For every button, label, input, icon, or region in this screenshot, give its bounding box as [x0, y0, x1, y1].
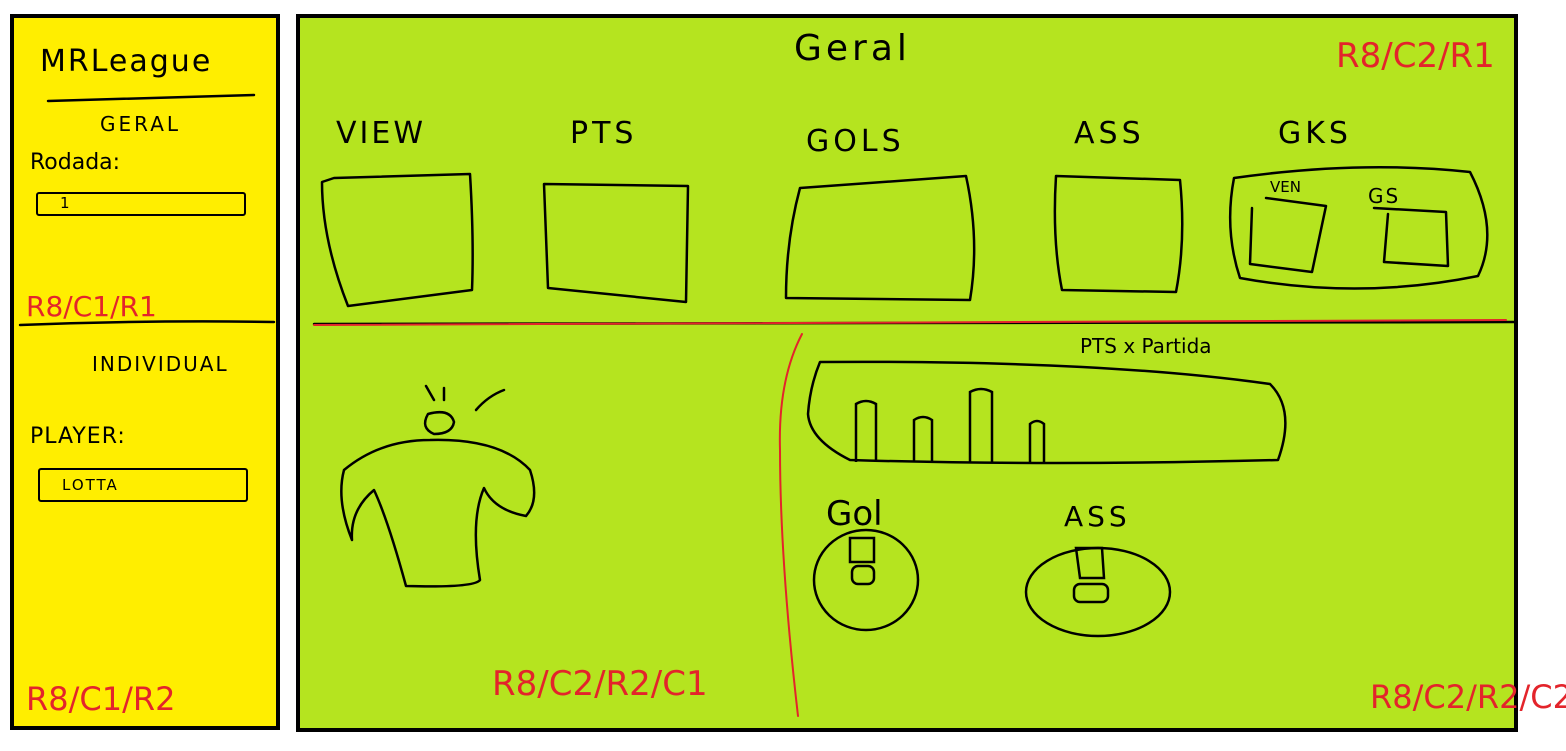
- card-label-pts: PTS: [570, 116, 638, 151]
- player-avatar-spark-right: [474, 388, 506, 412]
- card-box-pts: [542, 182, 690, 304]
- card-label-gks: GKS: [1278, 116, 1352, 151]
- chart-title: PTS x Partida: [1080, 334, 1212, 358]
- logo-underline: [46, 93, 256, 103]
- round-input[interactable]: 1: [36, 192, 246, 216]
- player-avatar-head: [423, 411, 456, 436]
- player-select[interactable]: LOTTA: [38, 468, 248, 502]
- section-individual-heading: INDIVIDUAL: [92, 352, 229, 376]
- goal-gauge-marker: [848, 536, 876, 564]
- chart-bar-4: [1028, 419, 1046, 462]
- player-avatar-spark-left: [424, 384, 436, 402]
- card-box-gols: [784, 174, 976, 302]
- card-box-ass: [1053, 174, 1184, 294]
- chart-bar-3: [968, 387, 994, 462]
- player-avatar-body: [340, 438, 536, 588]
- region-label-sidebar-top: R8/C1/R1: [26, 290, 157, 323]
- section-geral-heading: GERAL: [100, 112, 182, 136]
- round-label: Rodada:: [30, 150, 121, 175]
- gks-inner-gs: [1372, 206, 1450, 268]
- goal-gauge-knob: [850, 564, 876, 586]
- ass-gauge: [1024, 546, 1172, 638]
- goal-gauge: [812, 528, 920, 632]
- app-logo: MRLeague: [40, 44, 213, 79]
- ass-gauge-marker: [1074, 546, 1106, 580]
- ass-gauge-knob: [1072, 582, 1110, 604]
- sidebar-panel: MRLeague GERAL Rodada: 1 R8/C1/R1 INDIVI…: [10, 14, 280, 730]
- main-vertical-divider: [778, 333, 803, 717]
- gks-sub-label-gs: GS: [1368, 184, 1401, 208]
- card-box-gks: [1228, 165, 1489, 290]
- card-label-gols: GOLS: [806, 124, 905, 159]
- gks-inner-ven: [1248, 196, 1328, 274]
- region-label-main-bottom-left: R8/C2/R2/C1: [492, 664, 708, 704]
- chart-bar-1: [854, 399, 878, 462]
- gks-sub-label-ven: VEN: [1270, 178, 1301, 196]
- main-panel: Geral R8/C2/R1 VIEW PTS GOLS ASS GKS VEN…: [296, 14, 1566, 732]
- sidebar-divider: [18, 320, 276, 327]
- card-label-ass: ASS: [1074, 116, 1145, 151]
- card-label-view: VIEW: [336, 116, 426, 151]
- chart-bar-2: [912, 415, 934, 462]
- chart-bars: [854, 387, 1046, 462]
- region-label-main-bottom-right: R8/C2/R2/C2: [1370, 678, 1566, 716]
- player-label: PLAYER:: [30, 424, 126, 449]
- card-box-view: [320, 172, 474, 308]
- region-label-main-top: R8/C2/R1: [1336, 36, 1495, 76]
- chart-area: [806, 360, 1287, 465]
- goal-label: Gol: [826, 494, 883, 534]
- main-title: Geral: [794, 28, 911, 69]
- region-label-sidebar-bottom: R8/C1/R2: [26, 680, 176, 718]
- ass-label: ASS: [1064, 500, 1131, 533]
